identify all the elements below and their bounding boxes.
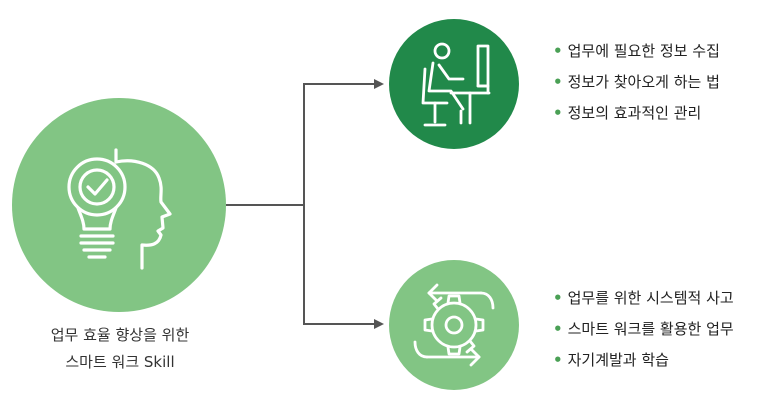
info-circle xyxy=(389,19,519,149)
bullet-dot: • xyxy=(553,289,563,307)
main-caption-line-2: 스마트 워크 Skill xyxy=(65,353,175,371)
list-item: •정보의 효과적인 관리 xyxy=(553,98,720,129)
bullet-dot: • xyxy=(553,73,563,91)
person-at-computer-icon xyxy=(421,42,491,127)
list-item-text: 업무를 위한 시스템적 사고 xyxy=(567,289,734,307)
list-item-text: 스마트 워크를 활용한 업무 xyxy=(567,320,734,338)
list-item: •업무를 위한 시스템적 사고 xyxy=(553,283,734,314)
list-item-text: 자기계발과 학습 xyxy=(567,351,669,369)
list-item: •스마트 워크를 활용한 업무 xyxy=(553,314,734,345)
info-bullet-list: •업무에 필요한 정보 수집 •정보가 찾아오게 하는 법 •정보의 효과적인 … xyxy=(553,36,720,129)
bullet-dot: • xyxy=(553,351,563,369)
list-item-text: 정보의 효과적인 관리 xyxy=(567,104,702,122)
main-circle xyxy=(12,98,226,312)
system-bullet-list: •업무를 위한 시스템적 사고 •스마트 워크를 활용한 업무 •자기계발과 학… xyxy=(553,283,734,376)
list-item-text: 업무에 필요한 정보 수집 xyxy=(567,42,720,60)
bullet-dot: • xyxy=(553,42,563,60)
list-item: •정보가 찾아오게 하는 법 xyxy=(553,67,720,98)
list-item-text: 정보가 찾아오게 하는 법 xyxy=(567,73,720,91)
main-caption: 업무 효율 향상을 위한 스마트 워크 Skill xyxy=(20,322,220,376)
system-circle xyxy=(389,260,519,390)
main-caption-line-1: 업무 효율 향상을 위한 xyxy=(50,326,190,344)
list-item: •업무에 필요한 정보 수집 xyxy=(553,36,720,67)
connector-upper-branch xyxy=(303,79,384,205)
connector-lower-branch xyxy=(303,205,384,329)
gear-cycle-arrows-icon xyxy=(413,283,495,367)
list-item: •자기계발과 학습 xyxy=(553,345,734,376)
bullet-dot: • xyxy=(553,104,563,122)
bullet-dot: • xyxy=(553,320,563,338)
lightbulb-head-icon xyxy=(67,148,172,270)
